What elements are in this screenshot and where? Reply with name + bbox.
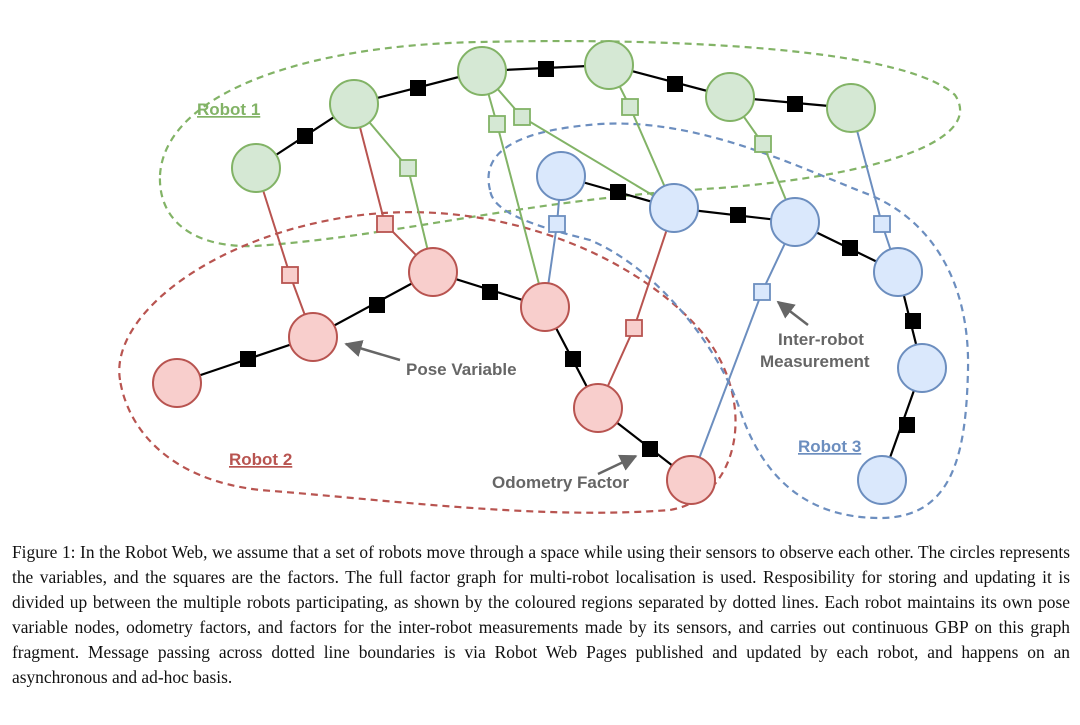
measurement-factors-blue bbox=[548, 215, 891, 301]
measurement-factors-green bbox=[399, 98, 772, 177]
pose-variable bbox=[584, 40, 634, 90]
robot3-poses bbox=[536, 151, 947, 505]
pose-variable bbox=[573, 383, 623, 433]
pose-variable bbox=[457, 46, 507, 96]
robot1-label: Robot 1 bbox=[197, 100, 260, 119]
inter-robot-label-line1: Inter-robot bbox=[778, 330, 864, 349]
robot1-region bbox=[158, 39, 962, 248]
pose-variable-arrow bbox=[344, 340, 401, 362]
inter-robot-factor bbox=[376, 215, 394, 233]
odometry-factor bbox=[482, 284, 498, 300]
robot3-region bbox=[487, 122, 970, 520]
odometry-factor bbox=[240, 351, 256, 367]
inter-robot-factor bbox=[399, 159, 417, 177]
figure-caption: Figure 1: In the Robot Web, we assume th… bbox=[12, 542, 1070, 687]
pose-variable bbox=[705, 72, 755, 122]
measurement-factors-red bbox=[281, 215, 643, 337]
pose-variable bbox=[770, 197, 820, 247]
inter-robot-factor bbox=[753, 283, 771, 301]
odometry-factor bbox=[369, 297, 385, 313]
annotation-arrows bbox=[344, 300, 809, 476]
pose-variable-label: Pose Variable bbox=[406, 360, 517, 379]
pose-variable bbox=[857, 455, 907, 505]
pose-variable bbox=[408, 247, 458, 297]
pose-variable bbox=[897, 343, 947, 393]
odometry-factor bbox=[410, 80, 426, 96]
inter-robot-factor bbox=[281, 266, 299, 284]
pose-variable bbox=[231, 143, 281, 193]
odometry-factors bbox=[240, 61, 921, 457]
inter-robot-factor bbox=[754, 135, 772, 153]
odometry-factor bbox=[538, 61, 554, 77]
odometry-factor bbox=[667, 76, 683, 92]
pose-variable bbox=[536, 151, 586, 201]
odometry-factor-arrow bbox=[597, 454, 638, 476]
odometry-factor bbox=[730, 207, 746, 223]
odometry-factor bbox=[842, 240, 858, 256]
odometry-factor bbox=[565, 351, 581, 367]
robot3-label: Robot 3 bbox=[798, 437, 861, 456]
robot2-label: Robot 2 bbox=[229, 450, 292, 469]
inter-robot-factor bbox=[625, 319, 643, 337]
factor-graph-figure: Robot 1 Robot 2 Robot 3 Pose Variable Od… bbox=[118, 39, 970, 520]
pose-variable bbox=[520, 282, 570, 332]
pose-variable bbox=[649, 183, 699, 233]
robot2-poses bbox=[152, 247, 716, 505]
pose-variable bbox=[873, 247, 923, 297]
inter-robot-factor bbox=[873, 215, 891, 233]
inter-robot-label-line2: Measurement bbox=[760, 352, 870, 371]
inter-robot-factor bbox=[548, 215, 566, 233]
inter-robot-factor bbox=[488, 115, 506, 133]
odometry-factor bbox=[899, 417, 915, 433]
odometry-factor bbox=[610, 184, 626, 200]
odometry-factor bbox=[642, 441, 658, 457]
odometry-factor bbox=[787, 96, 803, 112]
odometry-factor-label: Odometry Factor bbox=[492, 473, 629, 492]
robot2-region bbox=[118, 211, 737, 514]
pose-variable bbox=[666, 455, 716, 505]
inter-robot-factor bbox=[621, 98, 639, 116]
pose-variable bbox=[288, 312, 338, 362]
inter-robot-arrow bbox=[776, 300, 809, 326]
inter-robot-factor bbox=[513, 108, 531, 126]
odometry-factor bbox=[905, 313, 921, 329]
pose-variable bbox=[826, 83, 876, 133]
odometry-factor bbox=[297, 128, 313, 144]
pose-variable bbox=[152, 358, 202, 408]
pose-variable bbox=[329, 79, 379, 129]
robot1-poses bbox=[231, 40, 876, 193]
